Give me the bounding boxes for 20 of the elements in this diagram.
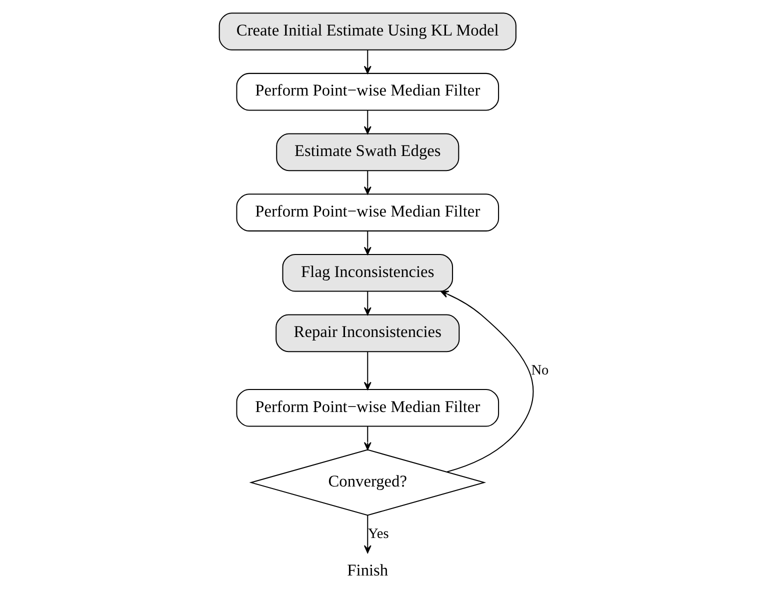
arrow (363, 110, 371, 134)
arrow (440, 290, 534, 472)
node-box: Perform Point−wise Median Filter (236, 388, 499, 426)
node-diamond: Converged? (248, 448, 486, 516)
node-text: Finish (346, 560, 388, 579)
arrow (363, 170, 371, 194)
arrow (363, 290, 371, 315)
node-box: Perform Point−wise Median Filter (236, 193, 499, 231)
node-box: Repair Inconsistencies (275, 314, 460, 352)
node-box: Perform Point−wise Median Filter (236, 72, 499, 110)
arrow (363, 230, 371, 254)
arrow (363, 50, 371, 74)
edge-label: No (530, 362, 548, 378)
arrow (363, 351, 371, 390)
node-box: Estimate Swath Edges (276, 132, 459, 171)
arrow (363, 426, 371, 450)
node-box: Flag Inconsistencies (282, 253, 453, 292)
edge-label: Yes (367, 525, 388, 542)
node-box: Create Initial Estimate Using KL Model (218, 12, 516, 50)
arrow (363, 514, 371, 553)
